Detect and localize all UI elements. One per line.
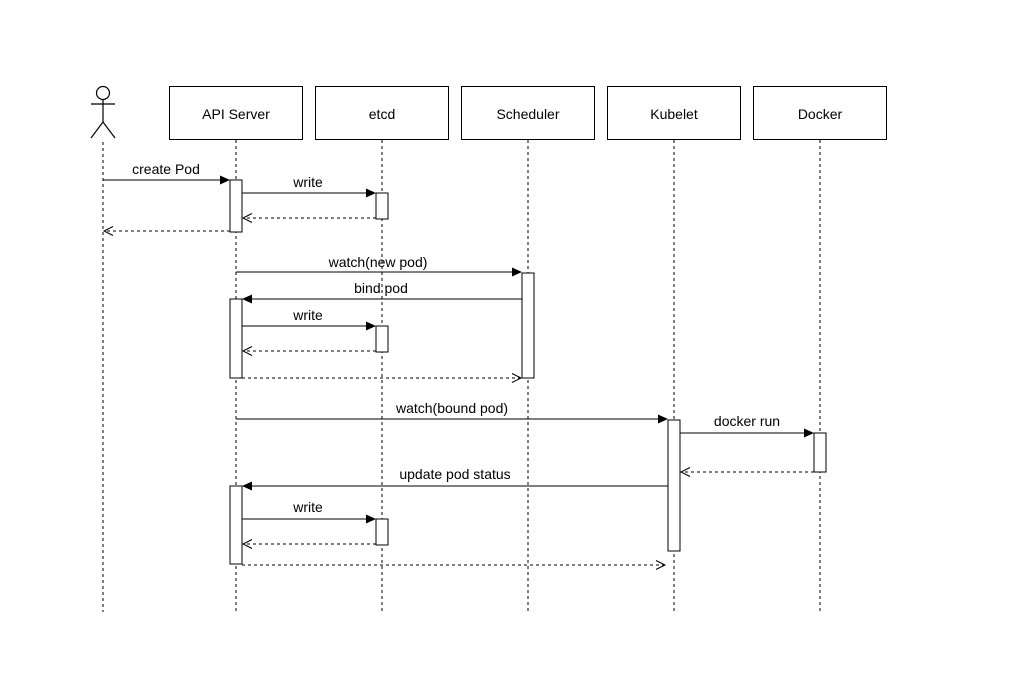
message-label: bind pod (354, 280, 408, 296)
arrowhead-open-icon (241, 213, 253, 223)
arrowhead-open-icon (511, 373, 523, 383)
message-label: update pod status (399, 466, 510, 482)
message-update-pod-status: update pod status (242, 466, 668, 491)
activation-docker (813, 432, 827, 473)
messages: create Pod write watch(new pod) bind pod (102, 161, 814, 570)
arrowhead-open-icon (241, 346, 253, 356)
activation-api-server (229, 485, 243, 565)
message-label: write (292, 174, 323, 190)
message-return (242, 560, 667, 570)
message-return (241, 213, 376, 223)
message-return (679, 467, 814, 477)
participant-label: API Server (202, 106, 270, 122)
message-return (242, 373, 523, 383)
arrowhead-filled-icon (658, 414, 668, 424)
message-write: write (242, 174, 376, 198)
arrowhead-filled-icon (242, 481, 252, 491)
arrowhead-filled-icon (220, 175, 230, 185)
participant-box (169, 86, 303, 140)
arrowhead-open-icon (679, 467, 691, 477)
participant-box (607, 86, 741, 140)
activation-etcd (375, 192, 389, 220)
arrowhead-filled-icon (804, 428, 814, 438)
message-write: write (242, 499, 376, 524)
message-label: watch(new pod) (328, 254, 428, 270)
arrowhead-filled-icon (366, 514, 376, 524)
participant-box (753, 86, 887, 140)
message-create-pod: create Pod (103, 161, 230, 185)
participant-label: Scheduler (496, 106, 559, 122)
arrowhead-open-icon (655, 560, 667, 570)
activation-scheduler (521, 272, 535, 379)
message-return (102, 226, 230, 236)
activation-kubelet (667, 419, 681, 552)
participant-scheduler: Scheduler (461, 86, 595, 140)
message-label: write (292, 307, 323, 323)
arrowhead-filled-icon (366, 188, 376, 198)
actor-head (95, 85, 111, 101)
message-watch-new-pod: watch(new pod) (236, 254, 522, 277)
actor-left-leg (90, 121, 104, 139)
actor-user (90, 85, 116, 139)
arrowhead-open-icon (102, 226, 114, 236)
participant-label: Kubelet (650, 106, 698, 122)
participant-api-server: API Server (169, 86, 303, 140)
message-return (241, 539, 376, 549)
arrowhead-open-icon (241, 539, 253, 549)
message-docker-run: docker run (680, 413, 814, 438)
message-write: write (242, 307, 376, 331)
participant-label: Docker (798, 106, 843, 122)
message-return (241, 346, 376, 356)
participant-kubelet: Kubelet (607, 86, 741, 140)
participant-etcd: etcd (315, 86, 449, 140)
message-label: create Pod (132, 161, 200, 177)
actor-right-leg (102, 121, 116, 139)
arrowhead-filled-icon (512, 267, 522, 277)
participant-box (461, 86, 595, 140)
arrowhead-filled-icon (366, 321, 376, 331)
activation-api-server (229, 298, 243, 379)
message-watch-bound-pod: watch(bound pod) (236, 400, 668, 424)
participant-docker: Docker (753, 86, 887, 140)
arrowhead-filled-icon (242, 294, 252, 304)
participant-box (315, 86, 449, 140)
participant-label: etcd (369, 106, 395, 122)
activation-etcd (375, 325, 389, 353)
message-label: watch(bound pod) (395, 400, 508, 416)
message-bind-pod: bind pod (242, 280, 522, 304)
message-label: docker run (714, 413, 780, 429)
lifelines (102, 140, 821, 612)
activation-api-server (229, 179, 243, 233)
message-label: write (292, 499, 323, 515)
activation-etcd (375, 518, 389, 546)
